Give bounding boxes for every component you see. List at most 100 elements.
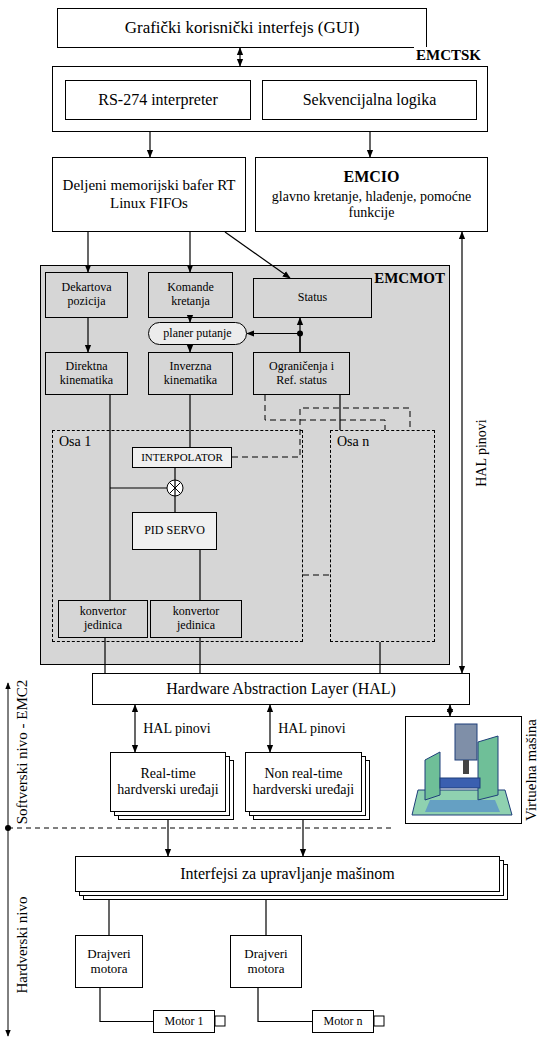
node-text: INTERPOLATOR [141,451,223,464]
node-text: EMCTSK [414,47,483,64]
process-box: Dekartova pozicija [45,272,128,318]
buffer-box: Deljeni memorijski bafer RT Linux FIFOs [52,157,246,232]
connector [265,892,266,935]
connector [239,48,240,66]
process-box: konvertor jedinica [58,600,148,638]
connector [189,395,190,447]
connector [302,812,303,856]
node-text: Osa 1 [59,434,91,450]
hal-box: Hardware Abstraction Layer (HAL) [92,673,470,705]
gui-box: Grafički korisnički interfejs (GUI) [57,8,427,48]
task-module: EMCTSKRS-274 interpreterSekvencijalna lo… [52,66,488,132]
connector [167,812,168,856]
node-text: Drajveri motora [80,947,138,977]
connector [225,232,290,278]
process-box: Komande kretanja [148,272,233,318]
node-text: EMCMOT [374,270,445,287]
connector [108,892,109,935]
virtual-machine-illustration [412,724,512,815]
device-stack: Non real-time hardverski uređaji [245,752,362,812]
motor-shaft [374,1016,384,1026]
interface-stack: Interfejsi za upravljanje mašinom [75,856,500,892]
virtual-machine-box: Virtuelna mašina [405,716,522,824]
node-text: Osa n [337,434,369,450]
pin-label: HAL pinovi [474,417,489,489]
connector [247,334,300,353]
process-box: Status [253,278,372,318]
motion-module: EMCMOT Dekartova pozicija Komande kretanja… [40,265,450,665]
level-label: Hardverski nivo [14,894,31,995]
node-text: konvertor jedinica [155,605,237,633]
connector [199,638,200,673]
node-text: Virtuelna mašina [523,719,540,821]
connector [258,988,312,1022]
node-text: Komande kretanja [153,281,228,309]
node-text: Grafički korisnički interfejs (GUI) [125,18,360,38]
node-text: Dekartova pozicija [50,281,123,309]
process-box: Inverzna kinematika [148,352,233,395]
level-axis [8,683,9,1036]
connector [104,638,105,673]
level-label: Softverski nivo - EMC2 [14,678,31,827]
node-text: Real-time hardverski uređaji [115,766,221,798]
connector [109,395,110,600]
connector [339,395,340,430]
driver-box: Drajveri motora [230,935,302,988]
node-text: Motor 1 [165,1015,204,1029]
connector [87,232,88,272]
connector [269,705,270,752]
process-box: RS-274 interpreter [65,80,251,120]
connector [461,232,462,673]
node-heading: EMCIO [344,168,400,186]
io-module: EMCIO glavno kretanje, hlađenje, pomoćne … [255,157,488,232]
node-text: glavno kretanje, hlađenje, pomoćne funkc… [260,189,483,221]
node-text: konvertor jedinica [63,605,143,633]
process-box: konvertor jedinica [150,600,242,638]
connector [199,550,200,600]
node-text: Status [298,291,327,305]
feedback-wire [110,488,167,489]
connector [189,232,190,272]
pin-label: HAL pinovi [141,721,213,736]
axis-group: Osa 1 INTERPOLATOR PID SERVO konvertor jedi… [52,430,303,642]
driver-box: Drajveri motora [75,935,143,988]
axis-n-wire [232,408,410,457]
node-text: Drajveri motora [235,947,297,977]
node-text: RS-274 interpreter [98,91,218,109]
process-box: INTERPOLATOR [132,447,232,468]
node-text: Inverzna kinematika [153,360,228,388]
axis-group: Osa n [330,430,435,642]
node-text: Motor n [324,1015,363,1029]
connector [134,705,135,752]
node-text: planer putanje [163,327,231,341]
axis-n-wire [303,575,330,576]
node-text: Interfejsi za upravljanje mašinom [180,865,395,883]
node-text: Direktna kinematika [50,360,123,388]
level-divider [8,828,395,829]
planner-box: planer putanje [148,322,247,345]
pin-label: HAL pinovi [276,721,348,736]
connector [87,318,88,352]
connector [174,468,175,512]
emcmot-ground [40,265,450,665]
motor-symbol: Motor 1 [153,1010,215,1033]
node-text: Ograničenja i Ref. status [258,360,345,388]
node-text: Non real-time hardverski uređaji [250,766,357,798]
motor-shaft [215,1016,225,1026]
process-box: Ograničenja i Ref. status [253,352,350,395]
node-text: Hardware Abstraction Layer (HAL) [166,680,396,698]
device-stack: Real-time hardverski uređaji [110,752,226,812]
node-text: PID SERVO [144,524,205,538]
axis-n-wire [265,395,385,430]
process-box: Sekvencijalna logika [262,80,477,120]
node-text: Sekvencijalna logika [303,91,437,109]
connector [449,705,450,716]
process-box: Direktna kinematika [45,352,128,395]
connector [379,642,380,673]
connector [189,345,190,352]
node-text: Deljeni memorijski bafer RT Linux FIFOs [57,177,241,212]
connector [100,988,153,1022]
process-box: PID SERVO [132,512,217,550]
motor-symbol: Motor n [312,1010,374,1033]
